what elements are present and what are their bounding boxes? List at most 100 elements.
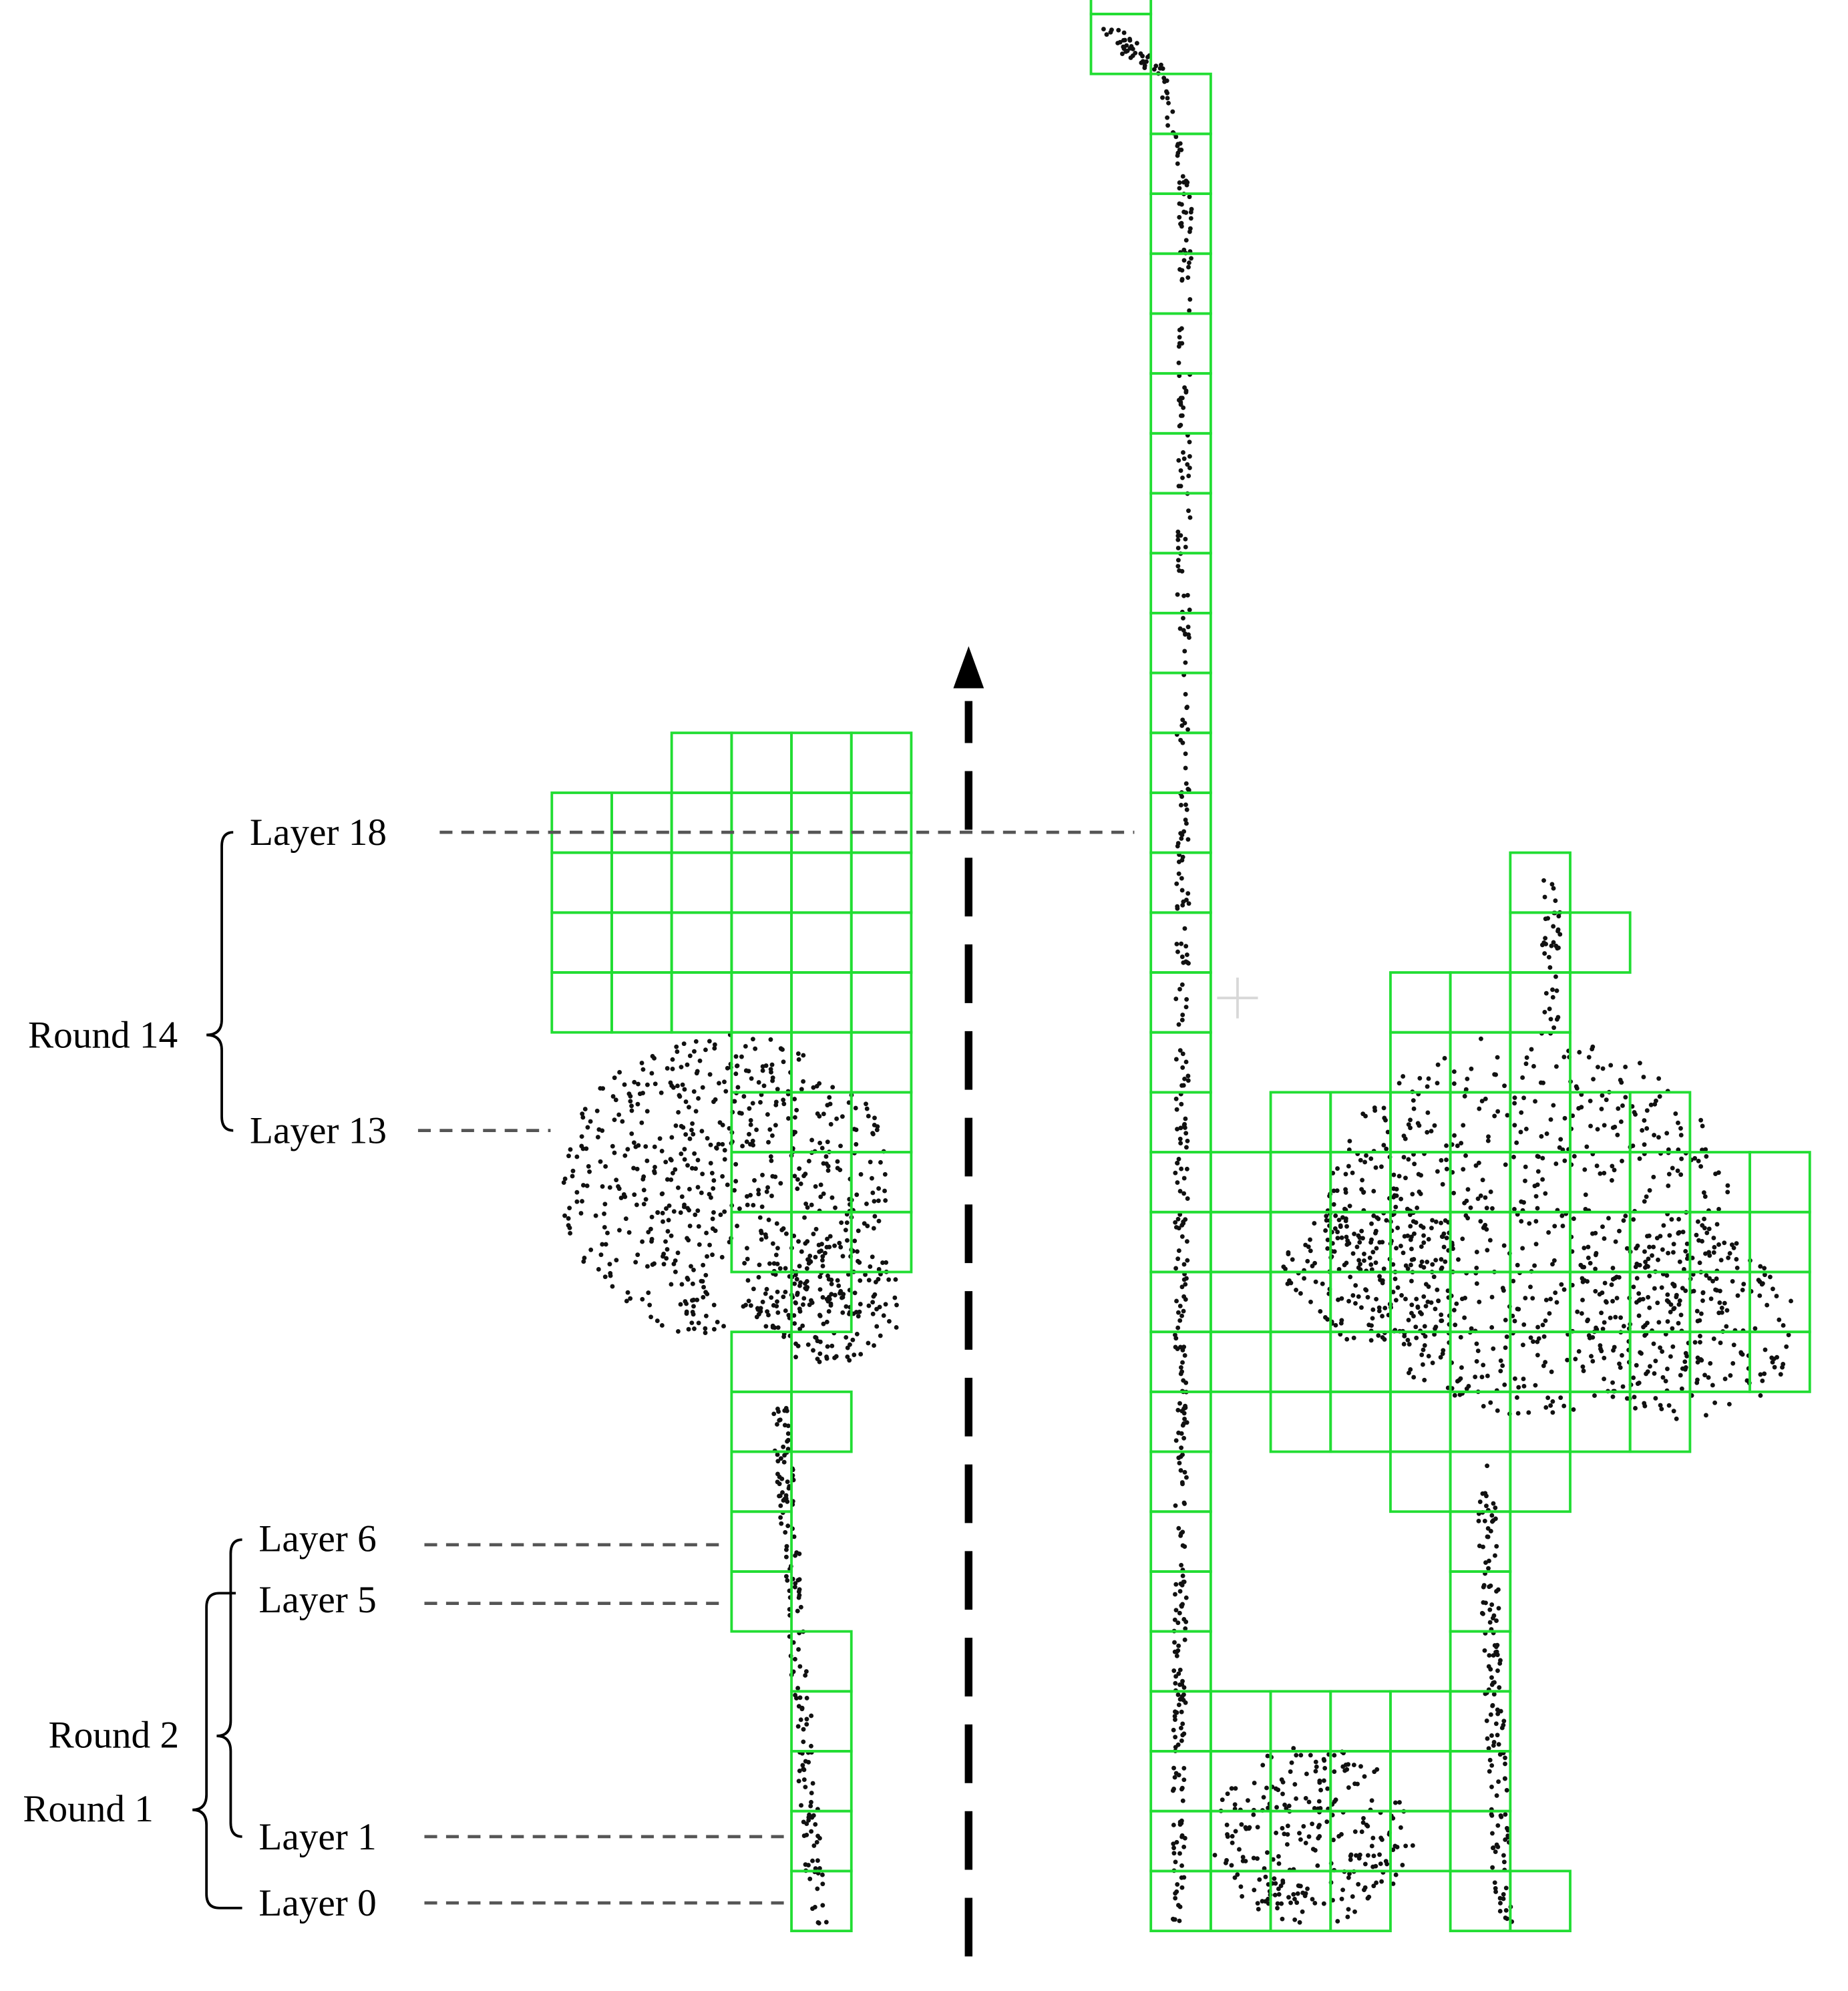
point <box>1184 807 1189 812</box>
point <box>644 1082 650 1087</box>
point <box>797 1326 803 1332</box>
point <box>1178 468 1183 473</box>
point <box>696 1320 701 1326</box>
point <box>1291 1891 1296 1897</box>
voxel-cell <box>1149 252 1212 315</box>
point <box>818 1182 823 1188</box>
point <box>783 1308 788 1313</box>
point <box>1659 1407 1664 1412</box>
voxel-cell <box>1449 1809 1512 1873</box>
point <box>1679 1156 1684 1161</box>
point <box>675 1049 680 1054</box>
voxel-cell <box>850 1031 913 1094</box>
point <box>1374 1880 1379 1885</box>
point <box>1275 1901 1280 1906</box>
point <box>1481 1584 1486 1590</box>
point <box>1128 55 1133 60</box>
point <box>1183 818 1188 823</box>
point <box>1384 1218 1389 1223</box>
point <box>820 1264 825 1268</box>
point <box>689 1298 695 1303</box>
point <box>614 1258 619 1263</box>
point <box>1179 1709 1184 1714</box>
point <box>1521 1322 1527 1327</box>
point <box>1183 1131 1189 1136</box>
point <box>1181 450 1185 455</box>
point <box>811 1232 816 1237</box>
voxel-cell <box>1509 971 1572 1034</box>
point <box>567 1206 572 1211</box>
point <box>639 1061 644 1065</box>
point <box>1543 1318 1548 1323</box>
point <box>1558 1395 1563 1401</box>
point <box>1348 1853 1353 1859</box>
point <box>1684 1241 1690 1246</box>
point <box>617 1070 622 1075</box>
voxel-cell <box>850 791 913 854</box>
point <box>1374 1215 1380 1220</box>
point <box>1381 1266 1387 1272</box>
point <box>1591 1077 1596 1082</box>
point <box>1364 1153 1368 1158</box>
point <box>1561 1287 1567 1292</box>
point <box>701 1294 706 1300</box>
point <box>1716 1170 1721 1175</box>
voxel-cell <box>790 731 853 794</box>
point <box>1280 1880 1286 1885</box>
point <box>1495 1109 1501 1114</box>
point <box>722 1147 727 1153</box>
point <box>745 1202 750 1208</box>
point <box>1740 1287 1745 1292</box>
point <box>1501 1723 1506 1728</box>
point <box>829 1195 835 1200</box>
point <box>876 1276 881 1282</box>
point <box>1284 1842 1290 1847</box>
point <box>1175 592 1180 597</box>
voxel-cell <box>1628 1091 1692 1154</box>
point <box>1383 1117 1388 1123</box>
point <box>792 1321 797 1326</box>
point <box>1475 1348 1481 1354</box>
point <box>1175 564 1181 569</box>
point <box>1366 1894 1372 1899</box>
point <box>785 1523 791 1529</box>
point <box>801 1777 807 1782</box>
point <box>1177 1189 1183 1194</box>
point <box>1414 1296 1419 1302</box>
point <box>1178 1141 1183 1145</box>
point <box>875 1124 880 1129</box>
point <box>1177 1136 1183 1141</box>
point <box>1731 1245 1736 1250</box>
point <box>1700 1290 1706 1296</box>
point <box>1624 1396 1630 1401</box>
point <box>792 1097 797 1101</box>
point <box>659 1090 664 1095</box>
point <box>1430 1361 1435 1365</box>
point <box>1298 1837 1303 1842</box>
point <box>1511 1154 1516 1159</box>
point <box>612 1075 617 1081</box>
point <box>763 1232 768 1238</box>
point <box>1310 1897 1315 1902</box>
point <box>1303 1242 1308 1248</box>
point <box>650 1262 655 1267</box>
point <box>1432 1332 1437 1337</box>
point <box>629 1131 634 1136</box>
point <box>834 1116 840 1121</box>
point <box>817 1081 822 1086</box>
point <box>1276 1861 1282 1866</box>
point <box>1182 1469 1187 1475</box>
point <box>824 1296 829 1302</box>
cylinder-dashed-ring <box>1035 1791 1348 1893</box>
point <box>1421 1240 1427 1246</box>
point <box>1165 90 1170 96</box>
point <box>1602 1377 1607 1382</box>
point <box>1368 1262 1374 1267</box>
point <box>1406 1122 1411 1127</box>
point <box>1184 952 1189 957</box>
point <box>1294 1796 1298 1801</box>
point <box>687 1053 693 1059</box>
point <box>813 1254 818 1260</box>
point <box>800 1302 805 1307</box>
label-layer-6: Layer 6 <box>258 1517 376 1560</box>
